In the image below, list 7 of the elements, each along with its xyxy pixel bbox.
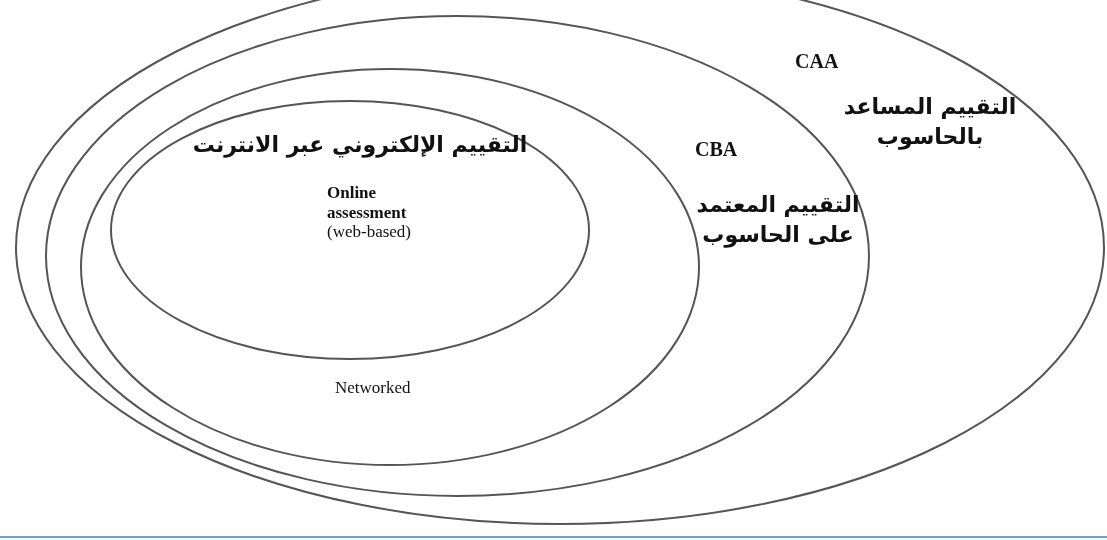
- set-label: CAA: [795, 50, 840, 73]
- set-label: CBA: [695, 138, 739, 161]
- arabic-label: التقييم المساعد بالحاسوب: [842, 93, 1018, 152]
- set-label: Networked: [335, 378, 412, 398]
- arabic-label: التقييم الإلكتروني عبر الانترنت: [191, 131, 529, 160]
- set-label: Online assessment (web-based): [327, 183, 412, 242]
- arabic-label: التقييم المعتمد على الحاسوب: [695, 191, 861, 250]
